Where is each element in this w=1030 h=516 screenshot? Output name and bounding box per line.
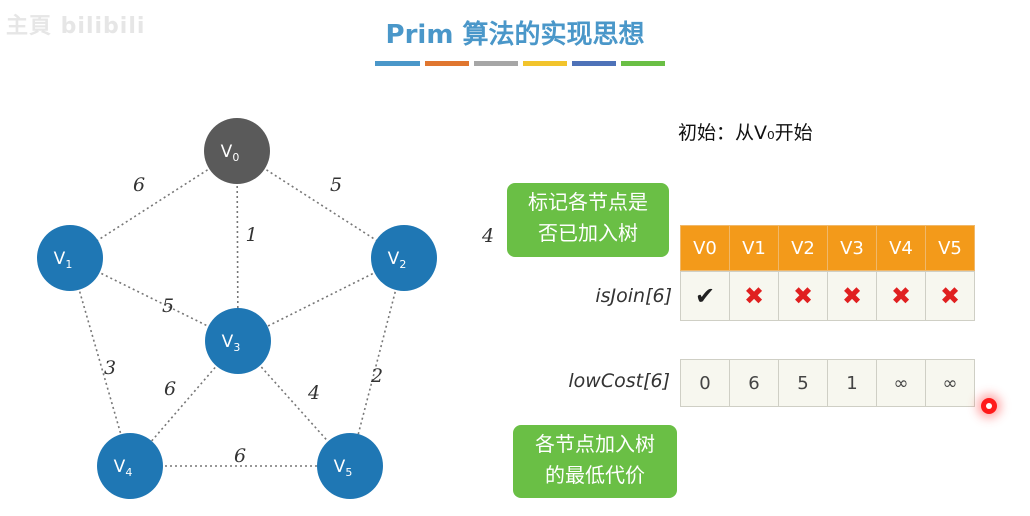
isjoin-cell-cross: ✖: [876, 271, 926, 321]
bubble-cost-line1: 各节点加入树: [535, 432, 655, 456]
node-v1: [37, 225, 103, 291]
edge-v2-v5: [349, 257, 405, 467]
edge-weight-v1-v3: 5: [162, 295, 174, 317]
node-v5: [317, 433, 383, 499]
isjoin-row: ✔ ✖ ✖ ✖ ✖ ✖: [680, 271, 975, 321]
lowcost-cell: ∞: [925, 359, 975, 407]
title-underline: [375, 61, 665, 66]
page-title: Prim 算法的实现思想: [385, 20, 645, 50]
stripe-6: [621, 61, 665, 66]
edge-weight-v3-v5: 4: [307, 382, 320, 404]
node-v2: [371, 225, 437, 291]
init-text: 初始：从V₀开始: [678, 122, 813, 144]
watermark: 主頁 bilibili: [6, 14, 146, 39]
table-header-row: V0 V1 V2 V3 V4 V5: [680, 225, 975, 271]
header-cell: V5: [925, 225, 975, 271]
bubble-join-line2: 否已加入树: [538, 221, 638, 245]
stripe-3: [474, 61, 518, 66]
edge-weight-v2-v3: 4: [481, 225, 494, 247]
header-cell: V3: [827, 225, 877, 271]
bubble-cost-note: 各节点加入树 的最低代价: [513, 425, 677, 498]
stripe-5: [572, 61, 616, 66]
edge-weight-v4-v5: 6: [234, 445, 246, 467]
bubble-cost-line2: 的最低代价: [545, 463, 645, 487]
edge-weight-v0-v1: 6: [133, 174, 145, 196]
bubble-join-note: 标记各节点是 否已加入树: [507, 183, 669, 257]
lowcost-cell: 1: [827, 359, 877, 407]
stripe-1: [375, 61, 420, 66]
edge-weight-v0-v3: 1: [245, 224, 257, 246]
edge-weight-v2-v5: 2: [370, 365, 383, 387]
edge-v1-v4: [69, 257, 131, 467]
header-cell: V1: [729, 225, 779, 271]
header-cell: V2: [778, 225, 828, 271]
isjoin-label: isJoin[6]: [595, 285, 672, 307]
isjoin-cell-check: ✔: [680, 271, 730, 321]
edge-weight-v0-v2: 5: [330, 174, 342, 196]
header-cell: V0: [680, 225, 730, 271]
bubble-join-line1: 标记各节点是: [528, 190, 648, 214]
stripe-2: [425, 61, 469, 66]
cursor-pointer-dot: [981, 398, 997, 414]
lowcost-cell: ∞: [876, 359, 926, 407]
lowcost-cell: 5: [778, 359, 828, 407]
edge-v0-v2: [236, 150, 405, 259]
stripe-4: [523, 61, 567, 66]
edge-weight-v1-v4: 3: [104, 357, 116, 379]
lowcost-cell: 6: [729, 359, 779, 407]
header-cell: V4: [876, 225, 926, 271]
lowcost-cell: 0: [680, 359, 730, 407]
edge-weight-v3-v4: 6: [164, 378, 176, 400]
isjoin-cell-cross: ✖: [827, 271, 877, 321]
node-v3: [205, 308, 271, 374]
lowcost-label: lowCost[6]: [568, 370, 670, 392]
node-v0: [204, 118, 270, 184]
isjoin-cell-cross: ✖: [778, 271, 828, 321]
edge-v0-v1: [69, 150, 238, 259]
lowcost-row: 0 6 5 1 ∞ ∞: [680, 359, 975, 407]
isjoin-cell-cross: ✖: [925, 271, 975, 321]
node-v4: [97, 433, 163, 499]
isjoin-cell-cross: ✖: [729, 271, 779, 321]
